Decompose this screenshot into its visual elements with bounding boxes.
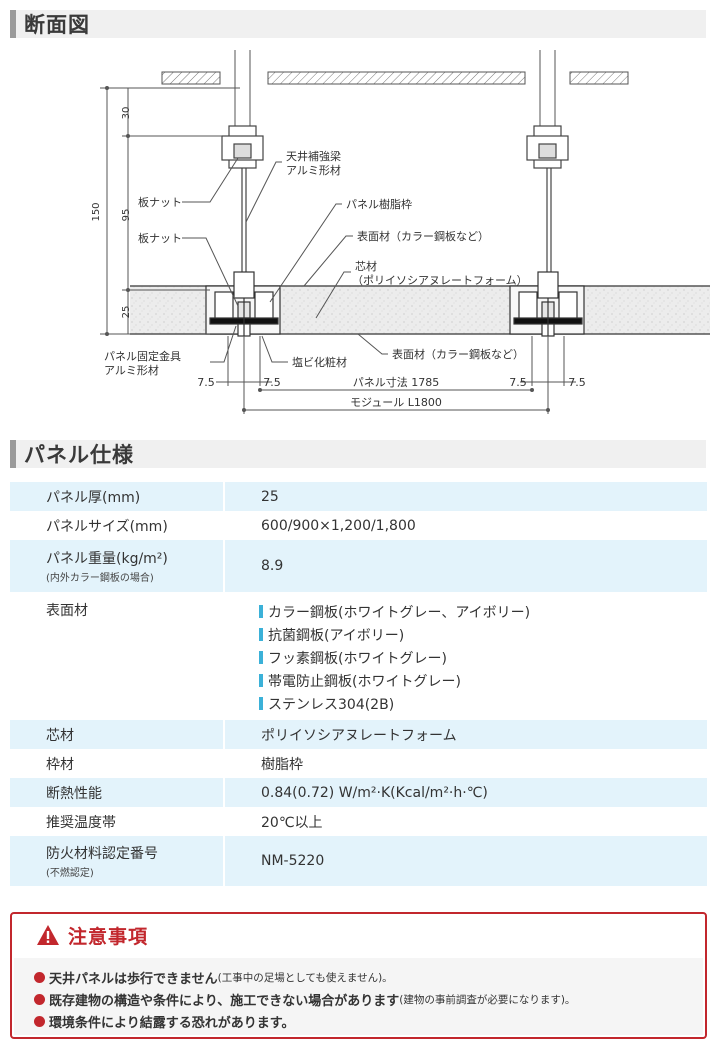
label-fixing-material: アルミ形材: [104, 363, 159, 377]
table-row: 防火材料認定番号 (不燃認定) NM-5220: [10, 836, 707, 886]
panel-spec-table: パネル厚(mm) 25 パネルサイズ(mm) 600/900×1,200/1,8…: [10, 482, 707, 886]
table-row: 枠材 樹脂枠: [10, 749, 707, 778]
section-title: パネル仕様: [24, 443, 134, 467]
dim-module: モジュール L1800: [350, 396, 442, 409]
spec-key: 表面材: [10, 592, 225, 720]
table-row: 推奨温度帯 20℃以上: [10, 807, 707, 836]
bullet-icon: [34, 993, 45, 1005]
notice-item: 天井パネルは歩行できません (工事中の足場としても使えません)。: [34, 966, 703, 988]
label-surface-top: 表面材（カラー鋼板など）: [357, 229, 489, 243]
vertical-dimension: [100, 86, 240, 336]
spec-value: NM-5220: [224, 836, 707, 886]
dim-7-5-d: 7.5: [568, 376, 586, 389]
bullet-icon: [34, 1015, 45, 1027]
spec-key: 断熱性能: [10, 778, 225, 807]
dim-25: 25: [121, 306, 132, 319]
label-plate-nut-2: 板ナット: [138, 231, 182, 245]
dim-7-5-c: 7.5: [509, 376, 527, 389]
section-header-panel-spec: パネル仕様: [10, 440, 706, 468]
cross-section-diagram: 30 95 25 150 板ナット 板ナット 天井補強梁 アルミ形材 パネル樹脂…: [10, 40, 710, 430]
surface-material-list: カラー鋼板(ホワイトグレー、アイボリー) 抗菌鋼板(アイボリー) フッ素鋼板(ホ…: [224, 592, 707, 720]
notice-title: 注意事項: [68, 925, 149, 948]
notice-body: 天井パネルは歩行できません (工事中の足場としても使えません)。 既存建物の構造…: [14, 958, 703, 1035]
spec-key-cell: パネル重量(kg/m²) (内外カラー鋼板の場合): [10, 540, 225, 592]
section-title: 断面図: [24, 13, 90, 37]
spec-value: 600/900×1,200/1,800: [224, 511, 707, 540]
label-pvc-trim: 塩ビ化粧材: [292, 355, 347, 369]
list-item: 抗菌鋼板(アイボリー): [259, 623, 707, 646]
table-row: 芯材 ポリイソシアヌレートフォーム: [10, 720, 707, 749]
spec-key: 推奨温度帯: [10, 807, 225, 836]
spec-key: パネル重量(kg/m²): [46, 551, 168, 567]
spec-value: 樹脂枠: [224, 749, 707, 778]
dim-7-5-a: 7.5: [197, 376, 215, 389]
table-row: 表面材 カラー鋼板(ホワイトグレー、アイボリー) 抗菌鋼板(アイボリー) フッ素…: [10, 592, 707, 720]
notice-box: 注意事項 天井パネルは歩行できません (工事中の足場としても使えません)。 既存…: [10, 912, 707, 1039]
spec-key: パネル厚(mm): [10, 482, 225, 511]
label-fixing-bracket: パネル固定金具: [104, 349, 181, 363]
label-core-material: （ポリイソシアヌレートフォーム）: [352, 274, 528, 287]
horizontal-dimensions: [216, 336, 576, 414]
label-core: 芯材: [355, 259, 377, 273]
label-ceiling-beam: 天井補強梁: [286, 149, 341, 163]
spec-key: 芯材: [10, 720, 225, 749]
label-resin-frame: パネル樹脂枠: [346, 197, 412, 211]
table-row: パネル重量(kg/m²) (内外カラー鋼板の場合) 8.9: [10, 540, 707, 592]
label-plate-nut-1: 板ナット: [138, 195, 182, 209]
spec-key-note: (内外カラー鋼板の場合): [46, 573, 154, 584]
label-ceiling-beam-material: アルミ形材: [286, 163, 341, 177]
spec-value: 25: [224, 482, 707, 511]
dim-30: 30: [121, 107, 132, 120]
table-row: パネル厚(mm) 25: [10, 482, 707, 511]
spec-key: 枠材: [10, 749, 225, 778]
bullet-icon: [34, 971, 45, 983]
section-header-cross-section: 断面図: [10, 10, 706, 38]
spec-key-note: (不燃認定): [46, 868, 94, 879]
list-item: ステンレス304(2B): [259, 692, 707, 715]
panel-joint-right: [509, 271, 585, 337]
ceiling-beam-right: [526, 125, 569, 272]
notice-item: 環境条件により結露する恐れがあります。: [34, 1010, 703, 1032]
spec-value: 0.84(0.72) W/m²·K(Kcal/m²·h·℃): [224, 778, 707, 807]
dim-150: 150: [91, 202, 102, 221]
table-row: パネルサイズ(mm) 600/900×1,200/1,800: [10, 511, 707, 540]
table-row: 断熱性能 0.84(0.72) W/m²·K(Kcal/m²·h·℃): [10, 778, 707, 807]
list-item: フッ素鋼板(ホワイトグレー): [259, 646, 707, 669]
leader-lines: [182, 157, 388, 363]
list-item: 帯電防止鋼板(ホワイトグレー): [259, 669, 707, 692]
spec-key-cell: 防火材料認定番号 (不燃認定): [10, 836, 225, 886]
spec-key: 防火材料認定番号: [46, 846, 158, 862]
spec-value: 8.9: [224, 540, 707, 592]
notice-item: 既存建物の構造や条件により、施工できない場合があります (建物の事前調査が必要に…: [34, 988, 703, 1010]
dim-95: 95: [121, 209, 132, 222]
spec-key: パネルサイズ(mm): [10, 511, 225, 540]
ceiling-beam-left: [221, 125, 264, 272]
hanger-rods: [234, 50, 556, 126]
notice-header: 注意事項: [12, 914, 705, 956]
label-surface-bottom: 表面材（カラー鋼板など）: [392, 347, 524, 361]
warning-icon: [37, 925, 59, 945]
spec-value: 20℃以上: [224, 807, 707, 836]
dim-7-5-b: 7.5: [263, 376, 281, 389]
panel-joint-left: [205, 271, 281, 337]
dim-panel-size: パネル寸法 1785: [353, 375, 440, 389]
list-item: カラー鋼板(ホワイトグレー、アイボリー): [259, 600, 707, 623]
ceiling-slab: [161, 71, 629, 85]
spec-value: ポリイソシアヌレートフォーム: [224, 720, 707, 749]
